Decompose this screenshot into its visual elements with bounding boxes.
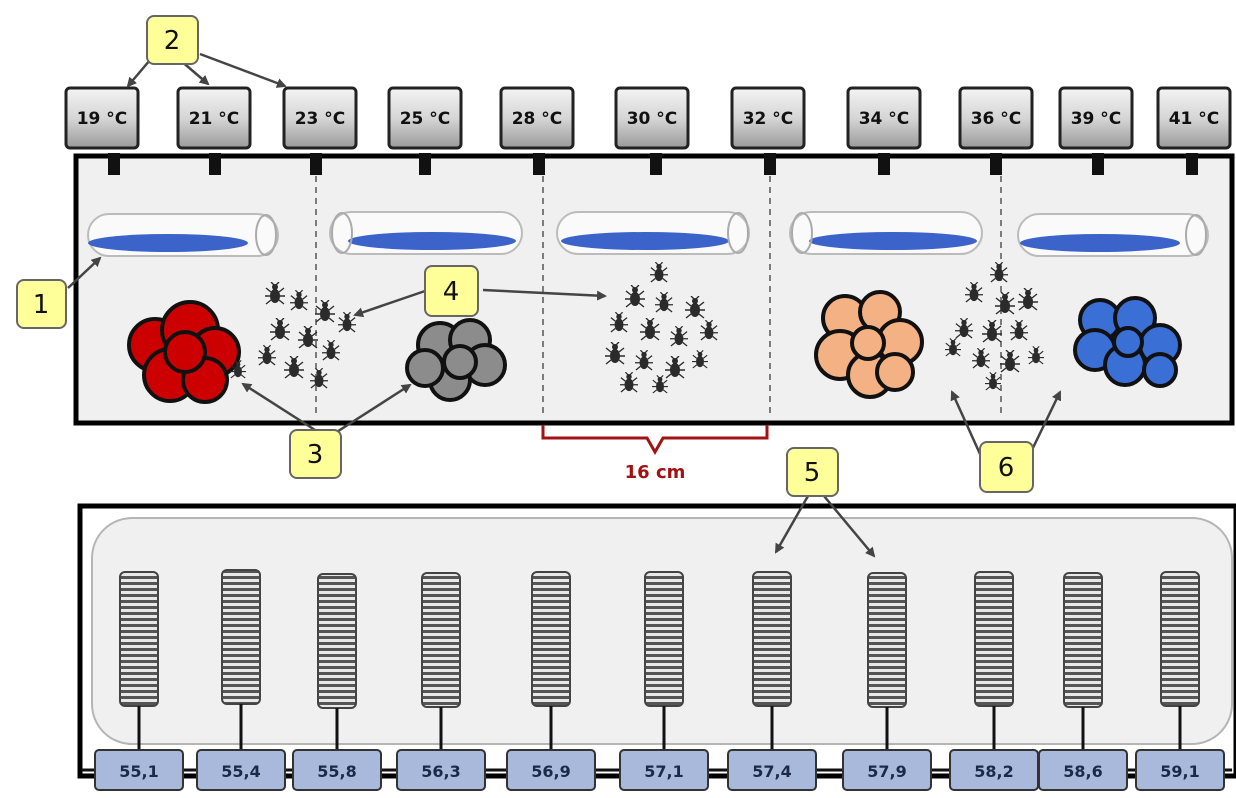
- dimension-label: 16 cm: [625, 462, 686, 483]
- callout-3: 3: [289, 429, 342, 479]
- humidity-value: 55,1: [119, 762, 158, 781]
- svg-text:1: 1: [33, 290, 50, 320]
- temperature-label: 32 °C: [743, 109, 794, 129]
- grey-cluster-icon: [405, 318, 507, 402]
- hygrometer-grill-icon: [644, 571, 684, 752]
- humidity-label-box: 59,1: [1135, 749, 1225, 791]
- sensor-connectors: [108, 153, 1198, 175]
- hygrometer-grill-icon: [531, 571, 571, 752]
- svg-text:5: 5: [804, 458, 821, 488]
- callout-1: 1: [16, 279, 67, 329]
- humidity-label-box: 55,8: [292, 749, 382, 791]
- humidity-value: 58,6: [1063, 762, 1102, 781]
- temperature-box-icon: 21 °C: [176, 86, 252, 150]
- blue-cluster-icon: [1073, 296, 1182, 388]
- clusters: [127, 290, 1182, 404]
- temperature-box-icon: 23 °C: [282, 86, 358, 150]
- water-tube-icon: [556, 211, 750, 255]
- humidity-value: 58,2: [974, 762, 1013, 781]
- temperature-box-icon: 30 °C: [614, 86, 690, 150]
- temperature-label: 34 °C: [859, 109, 910, 129]
- callout-6: 6: [979, 441, 1034, 493]
- water-tube-icon: [87, 213, 279, 257]
- temperature-box-icon: 25 °C: [387, 86, 463, 150]
- humidity-label-box: 55,4: [196, 749, 286, 791]
- humidity-label-box: 56,9: [506, 749, 596, 791]
- humidity-value: 59,1: [1160, 762, 1199, 781]
- temperature-box-icon: 28 °C: [499, 86, 575, 150]
- water-tube-icon: [789, 211, 983, 255]
- callout-5: 5: [786, 447, 839, 497]
- hygrometer-grill-icon: [1160, 571, 1200, 752]
- humidity-value: 57,1: [644, 762, 683, 781]
- temperature-label: 39 °C: [1071, 109, 1122, 129]
- water-tube-icon: [1017, 213, 1209, 257]
- temperature-box-icon: 41 °C: [1156, 86, 1232, 150]
- humidity-label-box: 55,1: [94, 749, 184, 791]
- temperature-label: 41 °C: [1169, 109, 1220, 129]
- hygrometer-grill-icon: [421, 572, 461, 752]
- humidity-label-box: 57,1: [619, 749, 709, 791]
- humidity-label-box: 56,3: [396, 749, 486, 791]
- humidity-value: 56,9: [531, 762, 570, 781]
- temperature-label: 28 °C: [512, 109, 563, 129]
- hygrometer-grills: [119, 569, 1200, 752]
- temperature-label: 36 °C: [971, 109, 1022, 129]
- chamber-dividers: [315, 176, 1002, 415]
- humidity-labels: 55,1 55,4 55,8 56,3 56,9 57,1 57,4 57,9 58,2 58,6…: [82, 749, 1232, 791]
- temperature-sensors: 19 °C 21 °C 23 °C 25 °C 28 °C 30 °C 32 °C 34 °C…: [64, 86, 1232, 150]
- humidity-label-box: 57,4: [727, 749, 817, 791]
- humidity-label-box: 58,6: [1038, 749, 1128, 791]
- humidity-label-box: 57,9: [842, 749, 932, 791]
- callout-2: 2: [146, 15, 199, 65]
- humidity-value: 57,9: [867, 762, 906, 781]
- water-tubes: [87, 211, 1209, 257]
- red-cluster-icon: [127, 300, 241, 404]
- temperature-label: 21 °C: [189, 109, 240, 129]
- temperature-box-icon: 39 °C: [1058, 86, 1134, 150]
- temperature-label: 30 °C: [627, 109, 678, 129]
- temperature-label: 25 °C: [400, 109, 451, 129]
- temperature-box-icon: 32 °C: [730, 86, 806, 150]
- humidity-value: 55,8: [317, 762, 356, 781]
- svg-text:4: 4: [443, 277, 460, 307]
- svg-text:2: 2: [164, 26, 181, 56]
- hygrometer-grill-icon: [317, 573, 357, 752]
- peach-cluster-icon: [814, 290, 924, 399]
- temperature-label: 23 °C: [295, 109, 346, 129]
- hygrometer-grill-icon: [974, 571, 1014, 752]
- hygrometer-grill-icon: [119, 571, 159, 752]
- callouts: 1 2 3 4 5 6: [16, 15, 1034, 497]
- callout-4: 4: [424, 265, 479, 317]
- humidity-value: 56,3: [421, 762, 460, 781]
- hygrometer-grill-icon: [221, 569, 261, 752]
- hygrometer-grill-icon: [752, 571, 792, 752]
- water-tube-icon: [329, 211, 523, 255]
- temperature-chamber: [73, 153, 1235, 426]
- dimension-marker: 16 cm: [541, 425, 769, 483]
- temperature-box-icon: 19 °C: [64, 86, 140, 150]
- temperature-box-icon: 36 °C: [958, 86, 1034, 150]
- humidity-value: 55,4: [221, 762, 260, 781]
- humidity-label-box: 58,2: [949, 749, 1039, 791]
- humidity-value: 57,4: [752, 762, 791, 781]
- hygrometer-grill-icon: [867, 572, 907, 752]
- svg-text:6: 6: [998, 453, 1015, 483]
- hygrometer-grill-icon: [1063, 572, 1103, 752]
- temperature-label: 19 °C: [77, 109, 128, 129]
- temperature-box-icon: 34 °C: [846, 86, 922, 150]
- annotation-arrows: [67, 52, 1062, 558]
- svg-text:3: 3: [307, 440, 324, 470]
